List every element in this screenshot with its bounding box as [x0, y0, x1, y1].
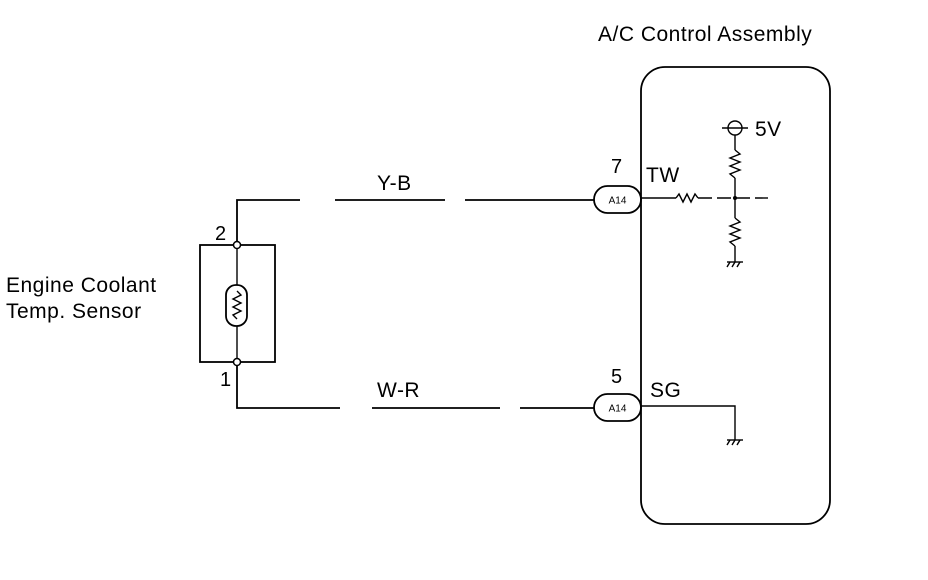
terminal-sg-label: SG: [650, 379, 681, 402]
sensor-terminal-1: [232, 357, 242, 367]
sensor-name-line1: Engine Coolant: [6, 274, 157, 297]
sensor-pin-bottom-label: 1: [220, 369, 231, 391]
connector-a14-lower-label: A14: [609, 404, 627, 415]
wire-yb-left-segment: [236, 199, 300, 241]
wire-yb-pin: 7: [611, 156, 622, 178]
tw-series-resistor: [675, 192, 699, 204]
supply-5v-icon: [722, 120, 748, 136]
sg-ground-lead: [641, 405, 736, 440]
wire-yb-color-code: Y-B: [377, 172, 412, 195]
control-assembly-box: [640, 66, 831, 525]
terminal-tw-label: TW: [646, 164, 680, 187]
thermistor-icon: [225, 284, 248, 327]
supply-voltage-label: 5V: [755, 118, 782, 141]
connector-a14-upper: A14: [593, 185, 642, 214]
pullup-resistor: [728, 149, 742, 179]
assembly-title: A/C Control Assembly: [598, 23, 812, 46]
connector-a14-upper-label: A14: [609, 196, 627, 207]
sensor-pin-top-label: 2: [215, 223, 226, 245]
ground-icon-lower: [726, 439, 743, 446]
wire-wr-color-code: W-R: [377, 379, 420, 402]
sensor-terminal-2: [232, 240, 242, 250]
pulldown-resistor: [728, 217, 742, 247]
sensor-name-line2: Temp. Sensor: [6, 300, 142, 323]
connector-a14-lower: A14: [593, 393, 642, 422]
ground-icon-upper: [726, 261, 743, 268]
wire-wr-pin: 5: [611, 366, 622, 388]
wire-wr-left-segment: [236, 366, 340, 409]
